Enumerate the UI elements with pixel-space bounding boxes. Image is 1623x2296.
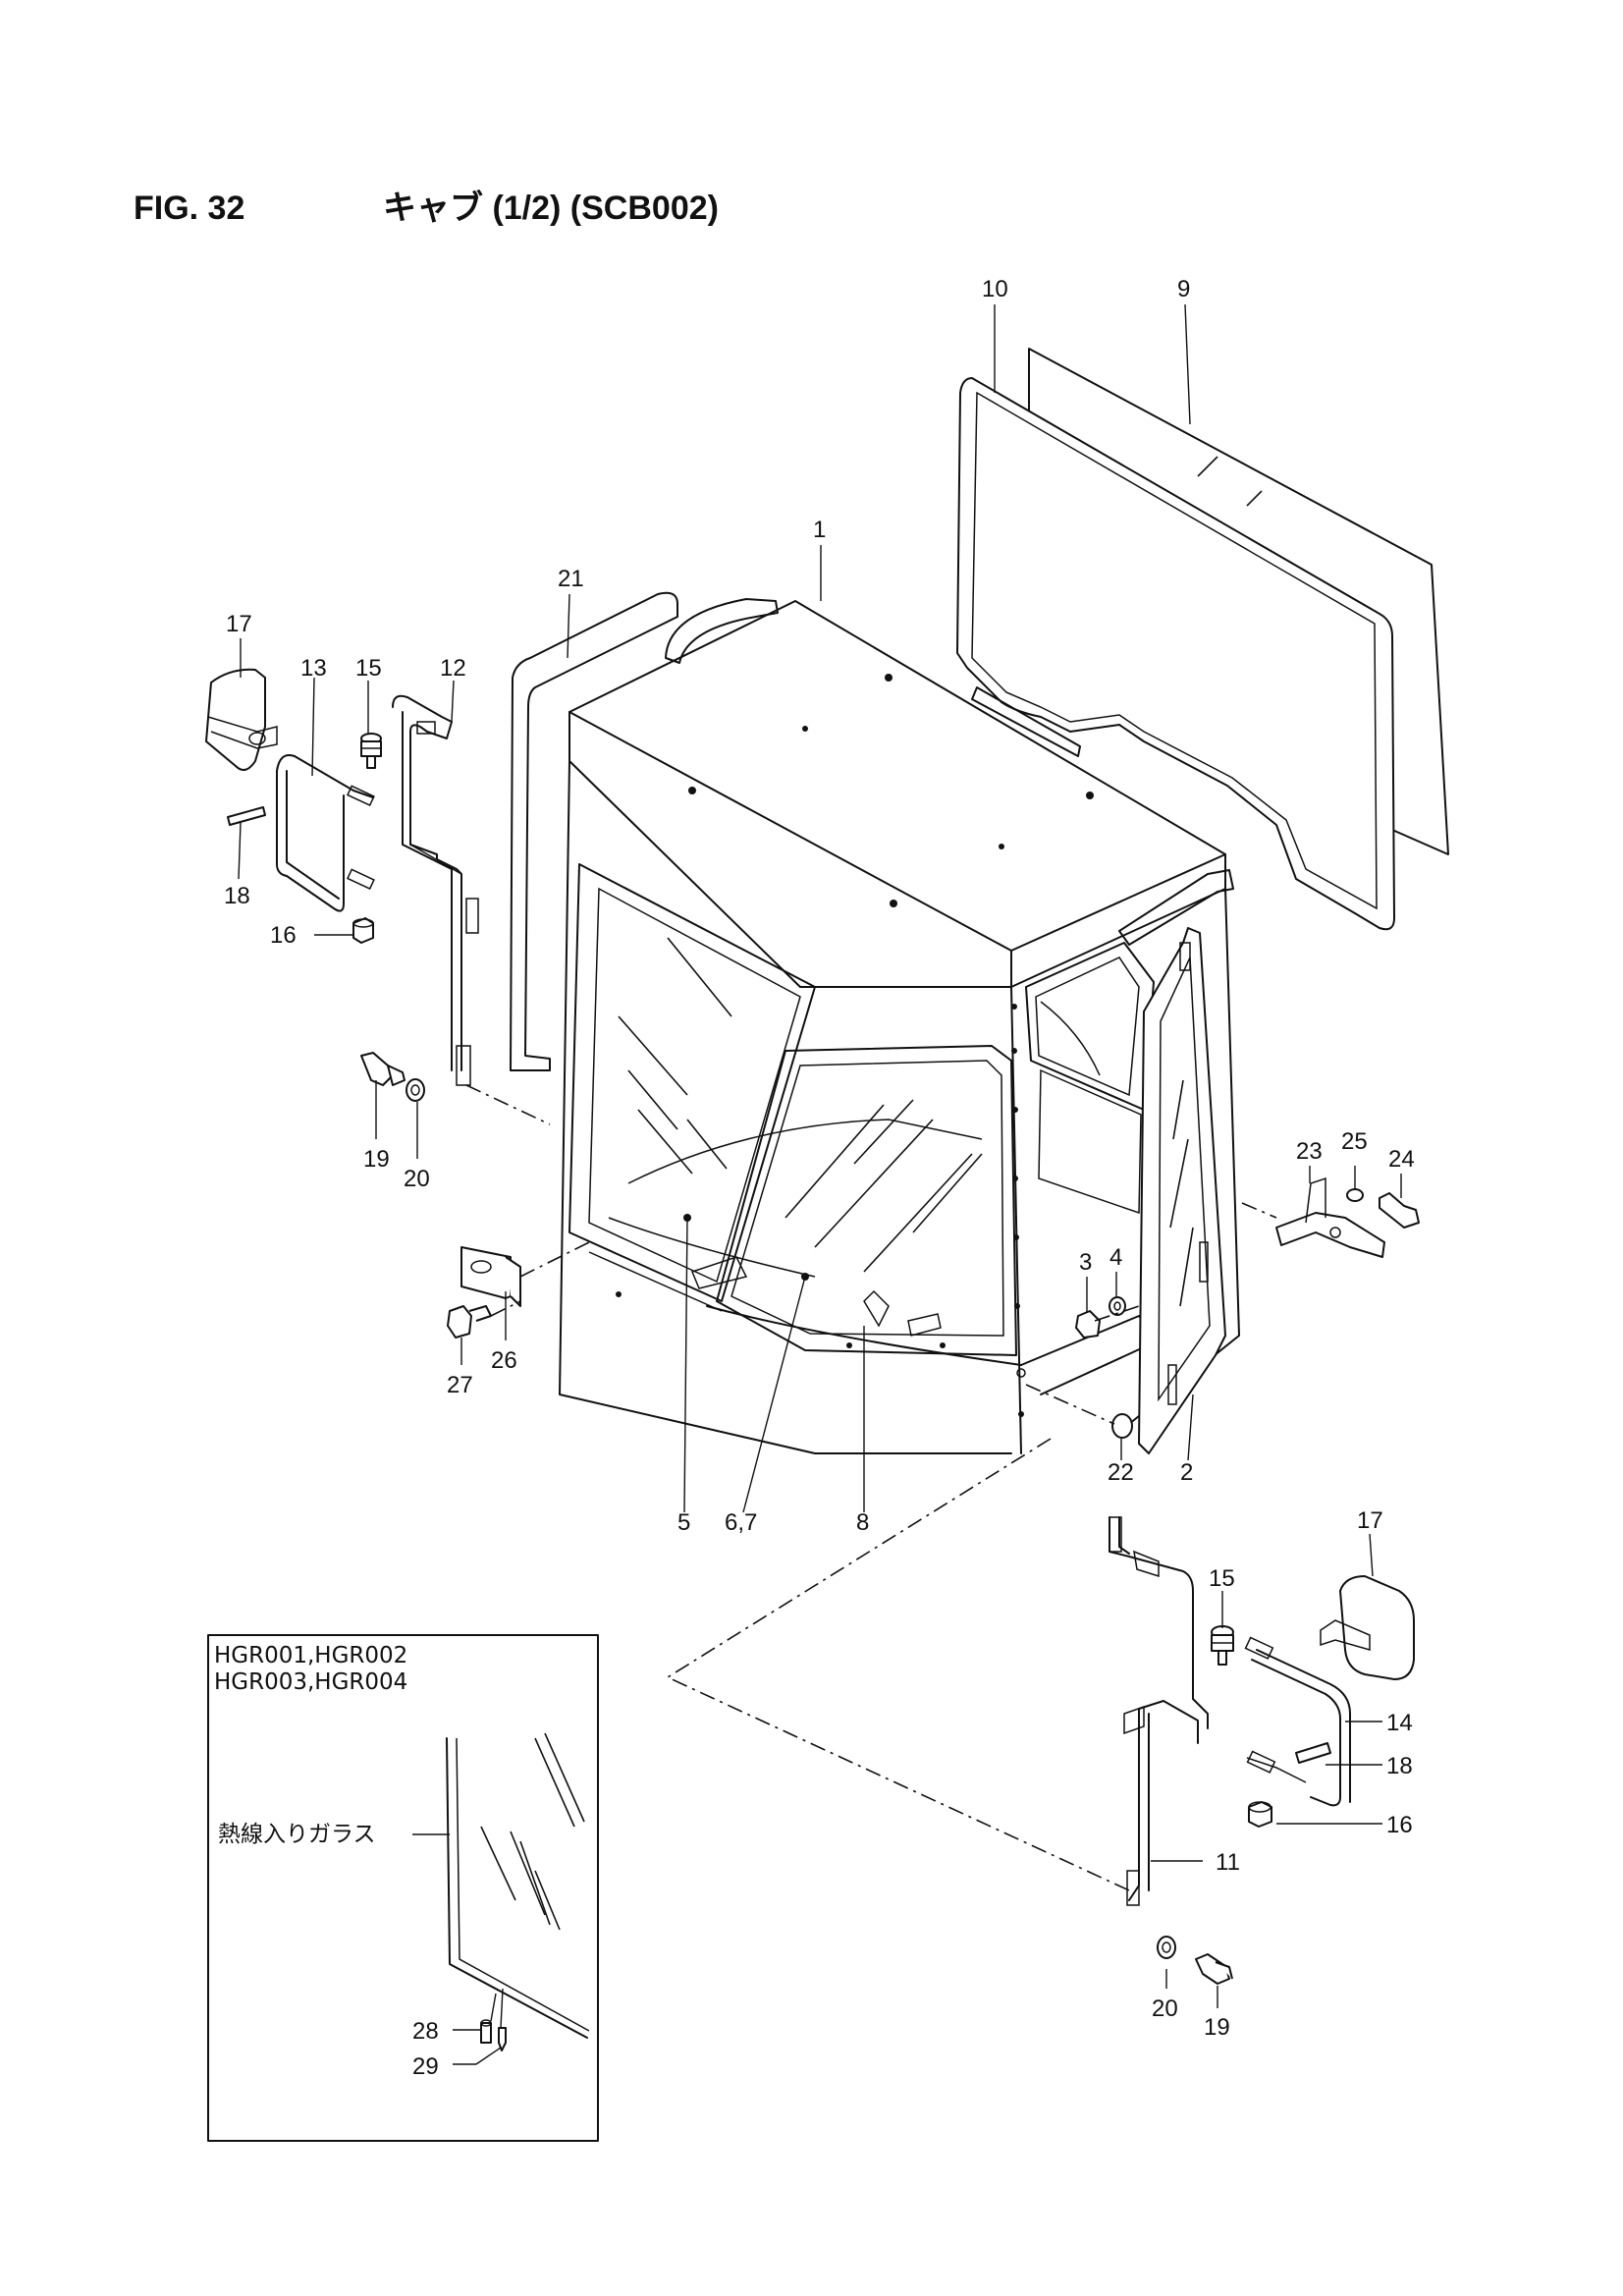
callout-2: 2 [1180,1459,1193,1486]
nut-16-right [1248,1801,1272,1828]
bolt-27 [447,1305,492,1339]
callout-23: 23 [1296,1138,1323,1165]
left-mirror-stay-12 [392,694,479,1086]
assembly-line-bolt-27 [490,1300,521,1317]
callout-18-left: 18 [224,883,250,909]
bolt-19-right [1195,1953,1233,1985]
gutter-seal-21 [510,591,678,1071]
callout-4: 4 [1109,1244,1122,1271]
cab-body-1 [559,598,1240,1454]
right-mirror-stay-11 [1109,1516,1209,1906]
callout-24: 24 [1388,1146,1415,1173]
callout-16-left: 16 [270,922,297,949]
bolt-15-right [1211,1625,1234,1666]
washer-20-right [1157,1936,1176,1959]
callout-8: 8 [856,1509,869,1536]
rear-seal-10 [956,377,1395,931]
callout-17-left: 17 [226,611,252,637]
washer-20-left [406,1078,425,1102]
callout-21: 21 [558,566,584,592]
heated-glass [446,1737,588,2039]
callout-12: 12 [440,655,466,682]
assembly-line-bracket-26 [519,1241,590,1278]
figure-title: キャブ (1/2) (SCB002) [383,189,719,227]
callout-19-left: 19 [363,1146,390,1173]
nut-16-left [352,917,374,944]
assembly-line-bolt-3 [1094,1305,1140,1322]
assembly-line-cap-22 [1025,1384,1115,1425]
figure-number: FIG. 32 [134,190,244,227]
leader-lines [238,303,1402,2065]
callout-20-left: 20 [404,1166,430,1192]
right-mirror-17 [1320,1575,1415,1680]
callout-15-left: 15 [355,655,382,682]
washer-4 [1109,1296,1126,1316]
terminal-29 [498,2027,507,2051]
callout-11: 11 [1216,1849,1240,1876]
callout-17-right: 17 [1357,1507,1383,1534]
callout-labels: 1 2 3 4 5 6,7 8 9 10 11 12 13 14 15 15 1… [224,276,1415,2080]
callout-22: 22 [1108,1459,1134,1486]
inset-glass-label: 熱線入りガラス [218,1822,376,1847]
assembly-line-left-mirror [465,1084,551,1125]
left-mirror-17 [205,668,278,771]
callout-14: 14 [1386,1710,1413,1736]
connector-28 [480,2022,492,2044]
inset-models-line2: HGR003,HGR004 [214,1669,407,1695]
callout-19-right: 19 [1204,2014,1230,2041]
callout-27: 27 [447,1372,473,1398]
callout-10: 10 [982,276,1008,302]
right-door-2 [1138,927,1226,1454]
bracket-26 [460,1246,521,1307]
washer-25 [1346,1188,1364,1202]
bolt-15-left [360,733,382,769]
pin-18-right [1295,1742,1331,1764]
pin-18-left [227,806,266,826]
callout-3: 3 [1079,1249,1092,1276]
callout-29: 29 [412,2053,439,2080]
callout-6-7: 6,7 [725,1509,757,1536]
right-mirror-bracket-14 [1244,1636,1351,1807]
callout-28: 28 [412,2018,439,2045]
bolt-3 [1075,1310,1101,1339]
callout-18-right: 18 [1386,1753,1413,1779]
bolt-24 [1379,1192,1420,1229]
callout-5: 5 [677,1509,690,1536]
callout-13: 13 [300,655,327,682]
hinge-bracket-23 [1275,1176,1385,1258]
assembly-line-hinge [1241,1202,1277,1219]
bolt-19-left [360,1052,406,1086]
callout-26: 26 [491,1347,517,1374]
callout-1: 1 [813,517,826,543]
inset-models-line1: HGR001,HGR002 [214,1643,407,1668]
callout-16-right: 16 [1386,1812,1413,1838]
cap-22 [1111,1413,1133,1439]
assembly-line-right-mirror [666,1438,1130,1891]
inset-box: HGR001,HGR002 HGR003,HGR004 熱線入りガラス [207,1634,599,2142]
callout-9: 9 [1177,276,1190,302]
left-mirror-bracket-13 [276,754,375,912]
callout-20-right: 20 [1152,1995,1178,2022]
callout-25: 25 [1341,1128,1368,1155]
callout-15-right: 15 [1209,1565,1235,1592]
